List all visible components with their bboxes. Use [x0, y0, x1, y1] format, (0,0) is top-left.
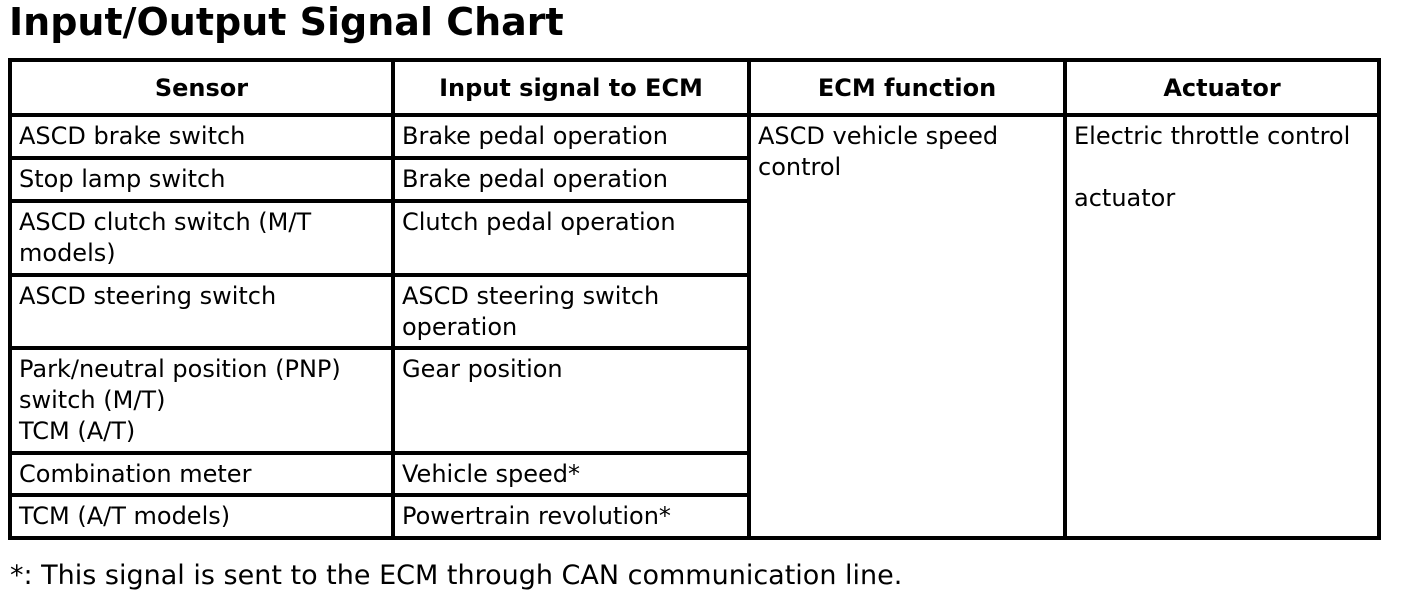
header-ecm-function: ECM function [747, 58, 1067, 117]
input-signal-cell: Powertrain revolution* [391, 493, 751, 540]
table-row: Park/neutral position (PNP) switch (M/T)… [8, 346, 1379, 455]
sensor-cell: Park/neutral position (PNP) switch (M/T)… [8, 346, 395, 455]
header-actuator: Actuator [1063, 58, 1381, 117]
sensor-cell: ASCD steering switch [8, 273, 395, 350]
input-signal-cell: ASCD steering switch operation [391, 273, 751, 350]
table-row: Combination meter Vehicle speed* [8, 451, 1379, 497]
table-row: ASCD brake switch Brake pedal operation … [8, 113, 1381, 540]
input-signal-cell: Clutch pedal operation [391, 199, 751, 277]
actuator-cell: Electric throttle control actuator [1063, 113, 1381, 540]
header-row: Sensor Input signal to ECM ECM function … [8, 58, 1381, 117]
sensor-cell: Stop lamp switch [8, 156, 395, 203]
sensor-cell: ASCD clutch switch (M/T models) [8, 199, 395, 277]
header-input-signal: Input signal to ECM [391, 58, 751, 117]
table-row: ASCD clutch switch (M/T models) Clutch p… [8, 199, 1379, 277]
table-row: ASCD steering switch ASCD steering switc… [8, 273, 1379, 350]
table-row: TCM (A/T models) Powertrain revolution* [8, 493, 1379, 540]
header-sensor: Sensor [8, 58, 395, 117]
footnote: *: This signal is sent to the ECM throug… [10, 560, 903, 591]
ecm-function-cell: ASCD vehicle speed control [747, 113, 1067, 540]
input-signal-cell: Gear position [391, 346, 751, 455]
table-row: Stop lamp switch Brake pedal operation [8, 156, 1379, 203]
input-signal-cell: Brake pedal operation [391, 113, 751, 160]
io-signal-table: Sensor Input signal to ECM ECM function … [8, 58, 1381, 540]
page-title: Input/Output Signal Chart [9, 0, 564, 44]
sensor-cell: Combination meter [8, 451, 395, 497]
input-signal-cell: Brake pedal operation [391, 156, 751, 203]
sensor-cell: ASCD brake switch [8, 113, 395, 160]
input-signal-cell: Vehicle speed* [391, 451, 751, 497]
sensor-cell: TCM (A/T models) [8, 493, 395, 540]
